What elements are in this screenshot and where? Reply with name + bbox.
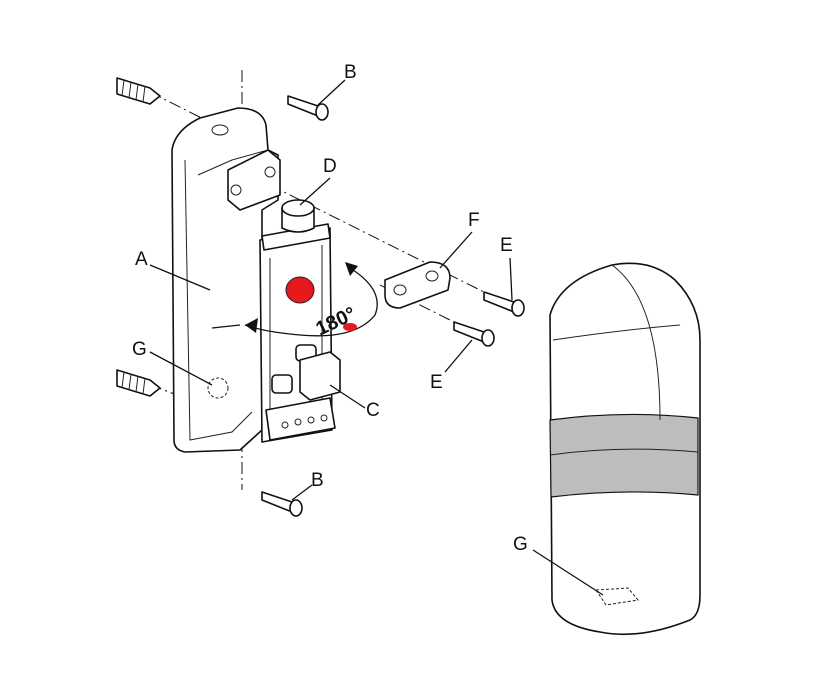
terminal-block: [265, 397, 336, 441]
label-g-left: G: [132, 339, 147, 360]
screw-b-top: [287, 95, 329, 121]
label-f: F: [468, 210, 480, 231]
wall-plug-top: [116, 77, 161, 105]
label-a: A: [135, 249, 148, 270]
label-e-bottom: E: [430, 372, 443, 393]
base-plate: [171, 107, 281, 453]
hole-g-left: [207, 377, 229, 399]
circuit-board: [259, 199, 341, 443]
cover: [549, 262, 701, 636]
component-c: [299, 351, 341, 401]
cover-gray-band: [549, 413, 699, 498]
screw-b-bottom: [261, 491, 303, 517]
screw-e-bottom: [453, 321, 495, 347]
label-b-top: B: [344, 62, 357, 83]
label-b-bottom: B: [311, 470, 324, 491]
leader-lines: [149, 79, 604, 596]
label-d: D: [323, 156, 337, 177]
label-e-top: E: [500, 235, 513, 256]
bracket-f: [384, 261, 451, 309]
wall-plug-bottom: [116, 369, 161, 397]
screw-e-top: [483, 291, 525, 317]
label-g-right: G: [513, 534, 528, 555]
hole-g-right: [595, 587, 639, 606]
sensor-red-marker: [285, 276, 315, 304]
label-c: C: [366, 400, 380, 421]
